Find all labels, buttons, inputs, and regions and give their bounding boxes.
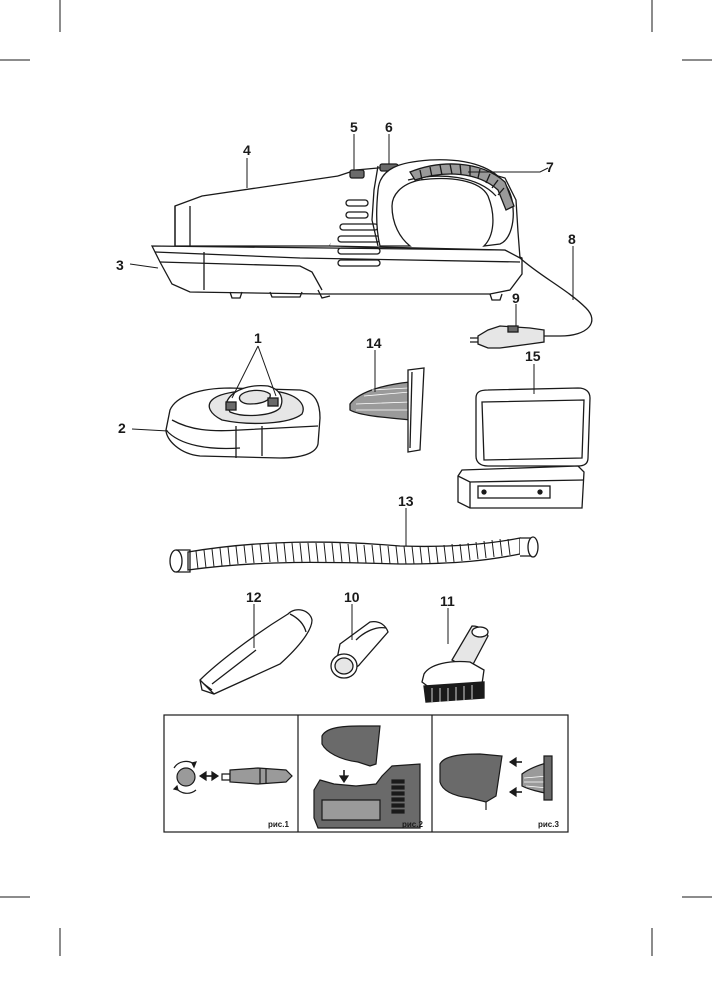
callout-13: 13 [398, 493, 414, 509]
brush-nozzle [422, 626, 488, 702]
storage-case [458, 388, 590, 508]
round-nozzle [331, 622, 388, 678]
callout-2: 2 [118, 420, 126, 436]
callout-4: 4 [243, 142, 251, 158]
fig1-caption: рис.1 [268, 820, 289, 829]
callout-5: 5 [350, 119, 358, 135]
flexible-hose [170, 537, 538, 572]
callout-6: 6 [385, 119, 393, 135]
dust-container [166, 386, 320, 458]
callout-10: 10 [344, 589, 360, 605]
callout-11: 11 [440, 593, 455, 609]
filter-insert [350, 368, 424, 452]
callout-12: 12 [246, 589, 262, 605]
callout-15: 15 [525, 348, 541, 364]
callout-1: 1 [254, 330, 262, 346]
callout-7: 7 [546, 159, 554, 175]
vacuum-body [152, 160, 592, 348]
callout-9: 9 [512, 290, 520, 306]
callout-3: 3 [116, 257, 124, 273]
fig3-caption: рис.3 [538, 820, 559, 829]
fig2-caption: рис.2 [402, 820, 423, 829]
callout-14: 14 [366, 335, 382, 351]
callout-8: 8 [568, 231, 576, 247]
crevice-nozzle [200, 610, 312, 694]
